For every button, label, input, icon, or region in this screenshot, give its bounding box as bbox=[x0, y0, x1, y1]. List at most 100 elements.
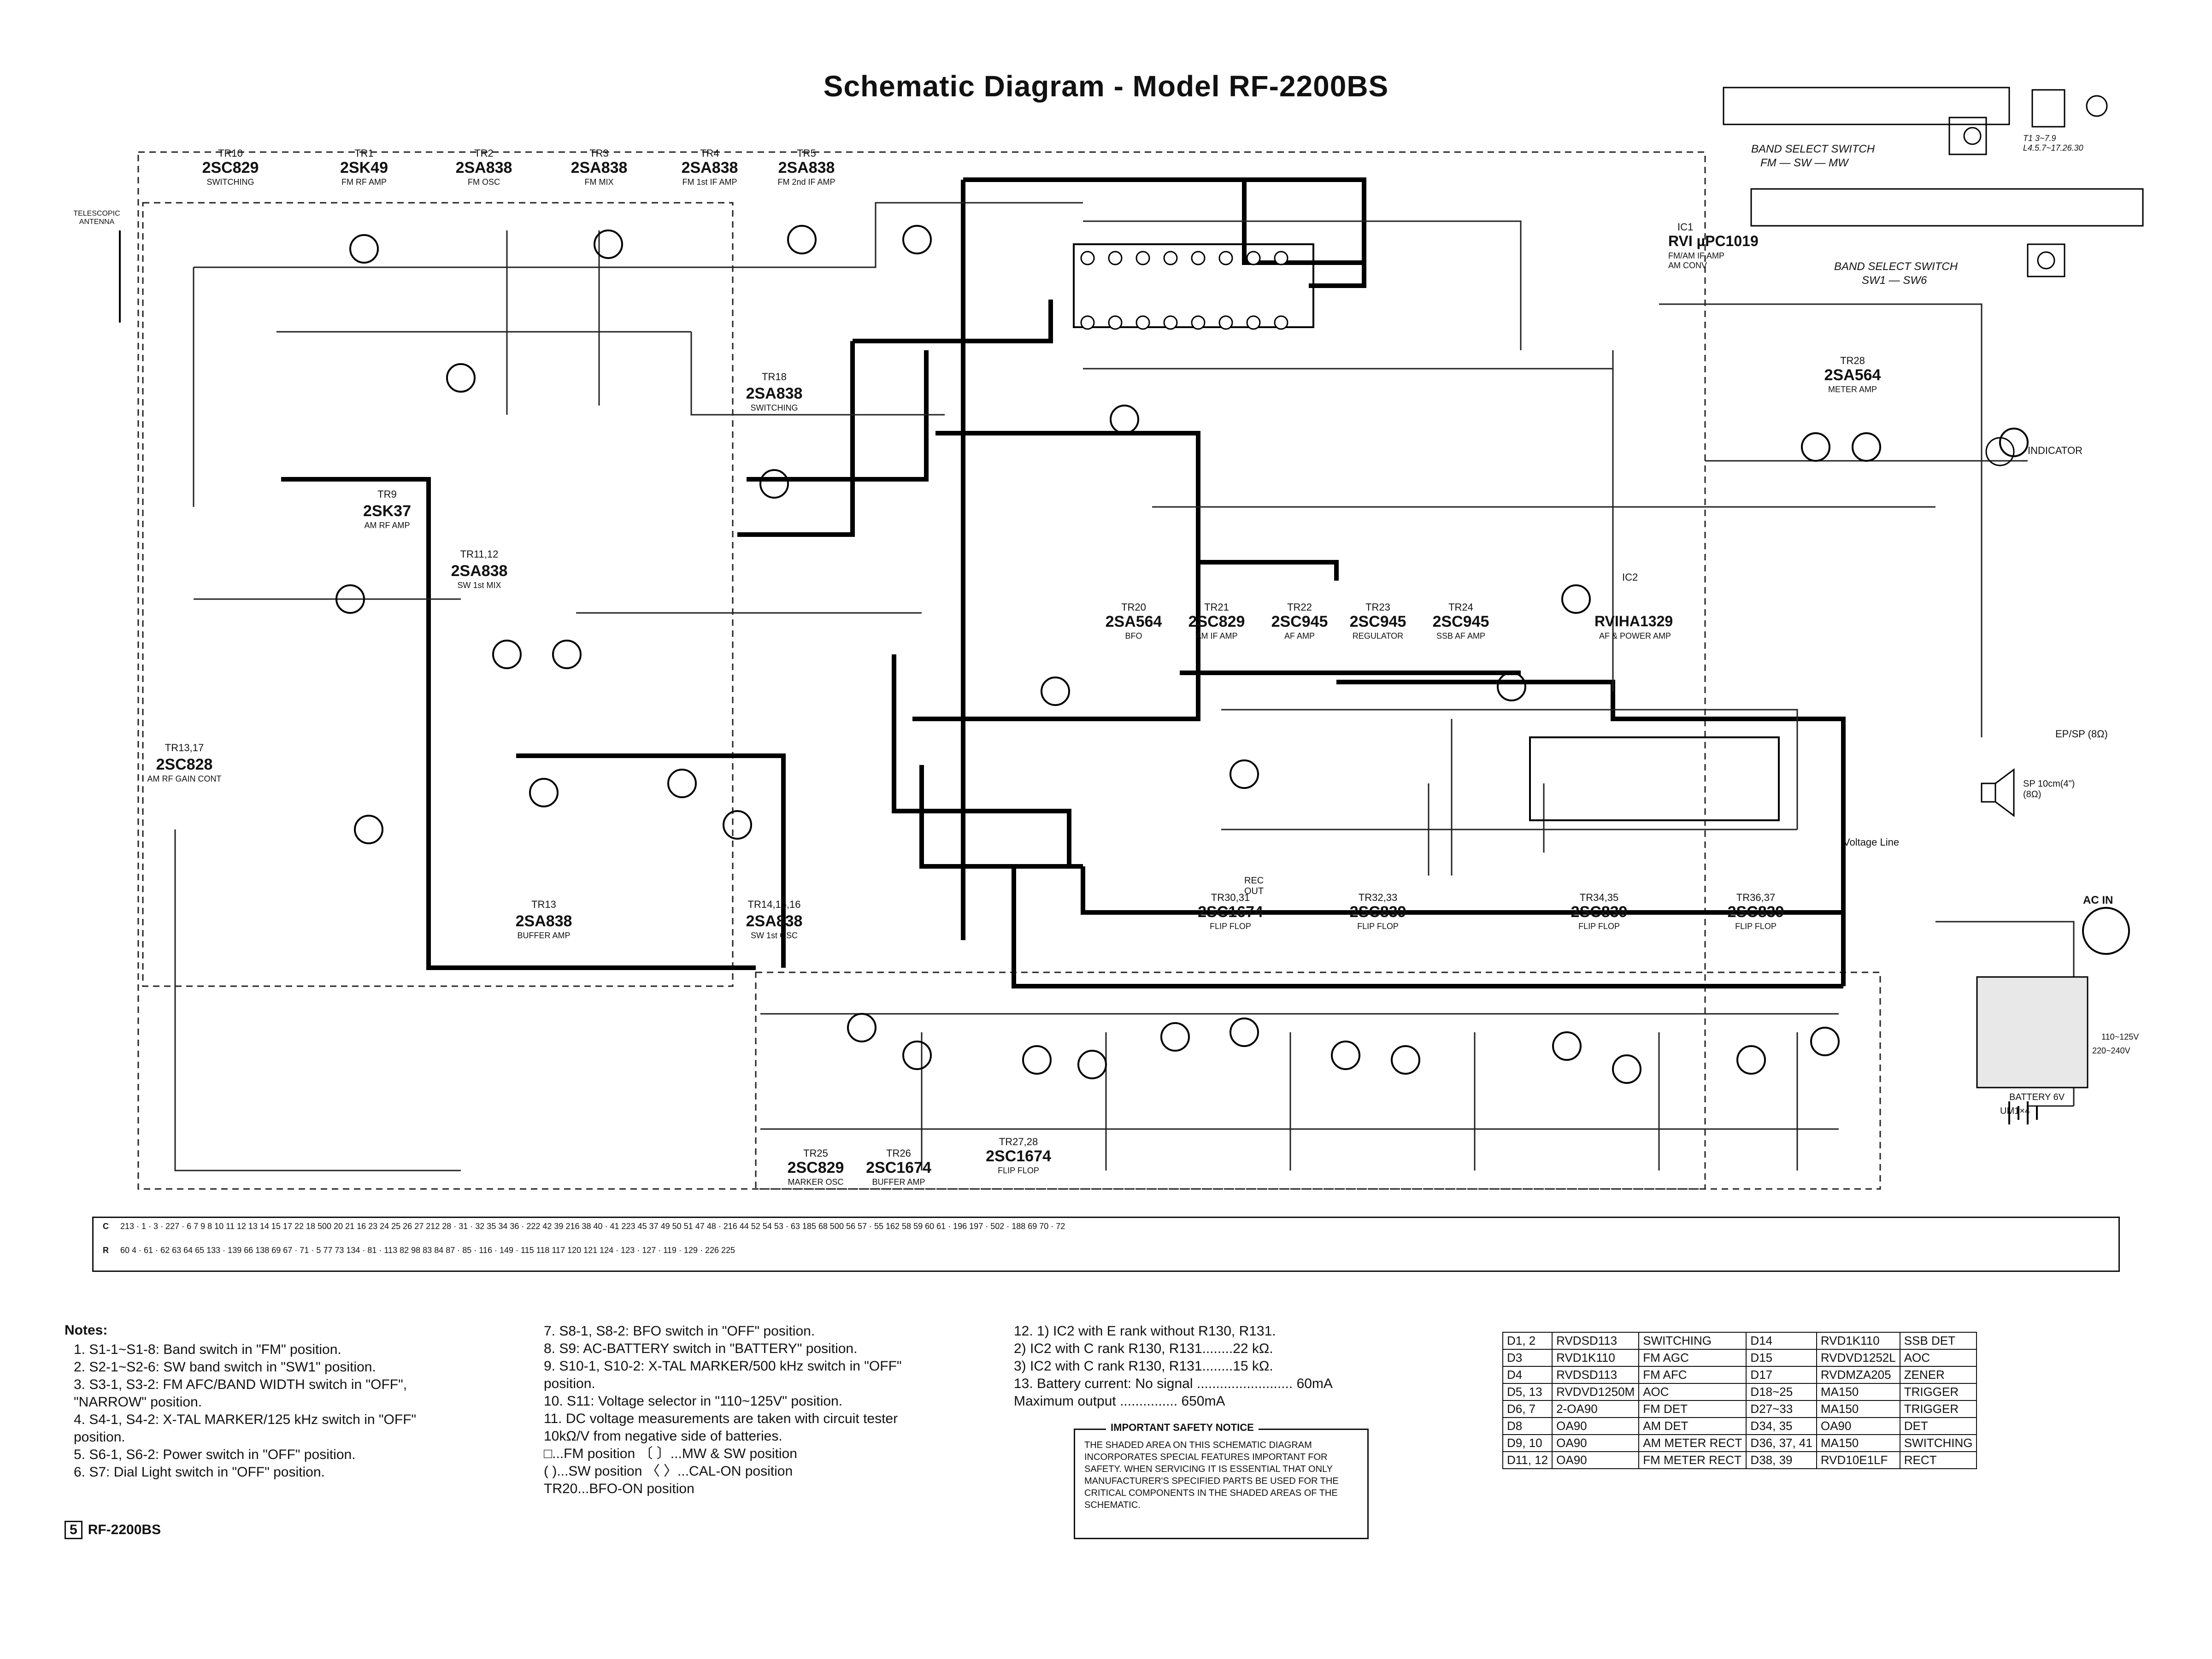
ff-role-2: FLIP FLOP bbox=[1578, 922, 1620, 931]
notes-column-2: 7. S8-1, S8-2: BFO switch in "OFF" posit… bbox=[544, 1323, 902, 1498]
note-line: TR20...BFO-ON position bbox=[544, 1481, 694, 1496]
tr-type-top-5: 2SA838 bbox=[778, 159, 835, 176]
tr-name-row-4: TR24 bbox=[1448, 601, 1473, 613]
ff-name-0: TR30,31 bbox=[1211, 892, 1250, 903]
ic2-name: IC2 bbox=[1622, 571, 1638, 583]
battery-type-label: UM1×4 bbox=[2000, 1106, 2030, 1116]
note-line: 8. S9: AC-BATTERY switch in "BATTERY" po… bbox=[544, 1341, 858, 1356]
tr-name-top-0: TR10 bbox=[218, 147, 243, 159]
indicator-label: INDICATOR bbox=[2028, 445, 2083, 456]
ep-sp-label: EP/SP (8Ω) bbox=[2055, 728, 2108, 740]
tr-name-mid-1: TR9 bbox=[377, 488, 397, 500]
ff-role-0: FLIP FLOP bbox=[1210, 922, 1251, 931]
tr-type-row-1: 2SC829 bbox=[1188, 613, 1245, 630]
ic1-type: RVI µPC1019 bbox=[1668, 233, 1759, 249]
btr-type-0: 2SC829 bbox=[787, 1159, 844, 1177]
tr-role-top-3: FM MIX bbox=[584, 177, 614, 187]
tr-name-mid-3: TR13,17 bbox=[165, 742, 204, 753]
tr-name-row-0: TR20 bbox=[1121, 601, 1146, 613]
tr-name-mid-4: TR13 bbox=[531, 899, 556, 910]
tr-role-top-0: SWITCHING bbox=[206, 177, 254, 187]
ff-name-2: TR34,35 bbox=[1579, 892, 1619, 903]
tr-type-top-1: 2SK49 bbox=[340, 159, 388, 176]
tr-type-row-3: 2SC945 bbox=[1349, 613, 1406, 630]
band-select-sw-label: BAND SELECT SWITCH bbox=[1834, 260, 1958, 273]
battery-label: BATTERY 6V bbox=[2009, 1092, 2065, 1102]
note-line: □...FM position 〔 〕...MW & SW position bbox=[544, 1446, 797, 1461]
tr-type-top-2: 2SA838 bbox=[455, 159, 512, 176]
tr-type-mid-5: 2SA838 bbox=[746, 912, 803, 930]
tr-type-mid-4: 2SA838 bbox=[515, 912, 572, 930]
ref-row-r-label: R bbox=[103, 1246, 109, 1255]
note-line: 10. S11: Voltage selector in "110~125V" … bbox=[544, 1394, 843, 1409]
tr-role-mid-1: AM RF AMP bbox=[364, 521, 410, 530]
tr-role-row-0: BFO bbox=[1125, 631, 1142, 641]
safety-notice-box: THE SHADED AREA ON THIS SCHEMATIC DIAGRA… bbox=[1074, 1429, 1369, 1539]
note-line: position. bbox=[74, 1430, 125, 1445]
tr-type-mid-0: 2SA838 bbox=[746, 385, 803, 402]
ff-type-2: 2SC839 bbox=[1571, 903, 1628, 921]
ic2-role: AF & POWER AMP bbox=[1599, 631, 1671, 641]
ref-row-c-values: 213 · 1 · 3 · 227 · 6 7 9 8 10 11 12 13 … bbox=[120, 1222, 1065, 1231]
tr-name-mid-6: TR28 bbox=[1840, 355, 1865, 366]
tr-name-row-3: TR23 bbox=[1365, 601, 1390, 613]
note-line: 4. S4-1, S4-2: X-TAL MARKER/125 kHz swit… bbox=[74, 1412, 417, 1427]
antenna-label: TELESCOPIC ANTENNA bbox=[73, 210, 120, 226]
page-title: Schematic Diagram - Model RF-2200BS bbox=[823, 70, 1389, 103]
ac-110-label: 110~125V bbox=[2101, 1032, 2139, 1041]
tr-role-mid-5: SW 1st OSC bbox=[750, 931, 798, 940]
ff-type-3: 2SC839 bbox=[1727, 903, 1784, 921]
note-line: 10kΩ/V from negative side of batteries. bbox=[544, 1429, 782, 1444]
tr-role-mid-0: SWITCHING bbox=[750, 403, 798, 412]
btr-name-0: TR25 bbox=[803, 1147, 828, 1159]
tr-name-top-5: TR5 bbox=[797, 147, 816, 159]
tr-role-top-2: FM OSC bbox=[468, 177, 500, 187]
btr-type-2: 2SC1674 bbox=[986, 1147, 1051, 1165]
ff-name-1: TR32,33 bbox=[1358, 892, 1398, 903]
ref-row-c-label: C bbox=[103, 1222, 109, 1231]
tr-role-mid-4: BUFFER AMP bbox=[517, 931, 571, 940]
voltage-line-label: Voltage Line bbox=[1843, 836, 1900, 848]
btr-role-0: MARKER OSC bbox=[788, 1177, 844, 1187]
page-model: RF-2200BS bbox=[88, 1522, 161, 1537]
tr-role-mid-6: METER AMP bbox=[1828, 385, 1877, 394]
tr-type-mid-3: 2SC828 bbox=[156, 756, 213, 773]
tr-type-row-0: 2SA564 bbox=[1105, 613, 1162, 630]
ref-row-r-values: 60 4 · 61 · 62 63 64 65 133 · 139 66 138… bbox=[120, 1246, 735, 1255]
note-line: Maximum output ............... 650mA bbox=[1014, 1394, 1225, 1409]
note-line: position. bbox=[544, 1376, 595, 1391]
ic2-type: RVIHA1329 bbox=[1594, 613, 1673, 629]
tr-type-mid-2: 2SA838 bbox=[451, 562, 508, 580]
note-line: ( )...SW position 〈 〉...CAL-ON position bbox=[544, 1464, 793, 1479]
tr-type-top-3: 2SA838 bbox=[571, 159, 628, 176]
note-line: 5. S6-1, S6-2: Power switch in "OFF" pos… bbox=[74, 1447, 356, 1462]
tr-name-mid-2: TR11,12 bbox=[460, 548, 499, 560]
tr-name-top-2: TR2 bbox=[474, 147, 494, 159]
note-line: 2. S2-1~S2-6: SW band switch in "SW1" po… bbox=[74, 1359, 376, 1375]
tr-name-top-4: TR4 bbox=[700, 147, 719, 159]
btr-name-1: TR26 bbox=[886, 1147, 911, 1159]
tr-name-mid-0: TR18 bbox=[762, 371, 787, 382]
tr-role-top-5: FM 2nd IF AMP bbox=[777, 177, 835, 187]
transformer-note: T1 3~7.9 L4.5.7~17.26.30 bbox=[2023, 134, 2083, 153]
speaker-label: SP 10cm(4") (8Ω) bbox=[2023, 779, 2075, 800]
btr-type-1: 2SC1674 bbox=[866, 1159, 931, 1177]
tr-role-top-1: FM RF AMP bbox=[341, 177, 387, 187]
tr-name-row-1: TR21 bbox=[1204, 601, 1229, 613]
tr-role-row-2: AF AMP bbox=[1284, 631, 1315, 641]
note-line: 7. S8-1, S8-2: BFO switch in "OFF" posit… bbox=[544, 1324, 815, 1339]
safety-notice-title: IMPORTANT SAFETY NOTICE bbox=[1106, 1422, 1259, 1434]
band-select-fm-sub: FM — SW — MW bbox=[1760, 157, 1848, 169]
tr-name-top-3: TR3 bbox=[589, 147, 609, 159]
ff-type-0: 2SC1674 bbox=[1198, 903, 1263, 921]
note-line: 1. S1-1~S1-8: Band switch in "FM" positi… bbox=[74, 1342, 341, 1357]
note-line: 11. DC voltage measurements are taken wi… bbox=[544, 1411, 898, 1426]
